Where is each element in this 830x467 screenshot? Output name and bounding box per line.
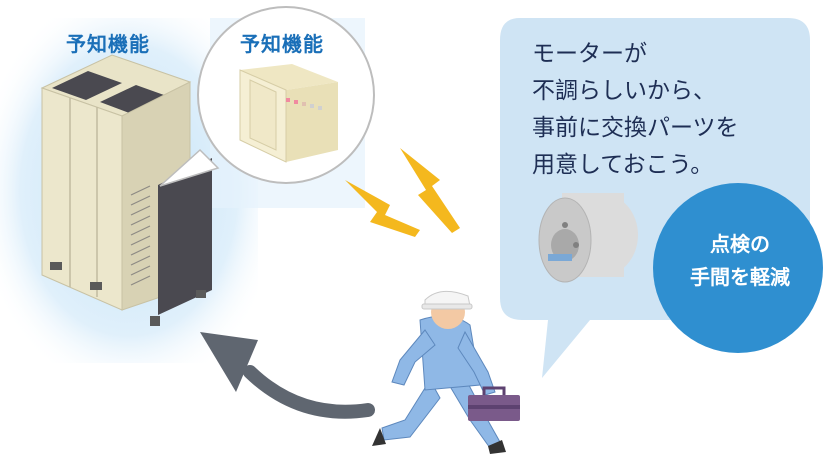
zoom-pointer: [159, 148, 220, 187]
worker-icon: [372, 290, 520, 454]
badge-line: 手間を軽減: [690, 265, 790, 289]
speech-text: モーターが 不調らしいから、 事前に交換パーツを 用意しておこう。: [532, 36, 739, 184]
unit-prediction-label: 予知機能: [66, 32, 150, 56]
speech-line: 事前に交換パーツを: [532, 115, 739, 141]
speech-line: 用意しておこう。: [532, 152, 714, 178]
lightning-bolt-icon: [345, 180, 420, 237]
speech-line: モーターが: [532, 41, 647, 67]
return-arrow-icon: [243, 365, 375, 419]
lightning-bolt-icon: [400, 148, 460, 233]
motor-icon: [538, 193, 638, 283]
benefit-badge: [653, 183, 823, 353]
speech-line: 不調らしいから、: [532, 78, 716, 104]
controller-board-icon: [239, 64, 338, 163]
arrow-head-icon: [200, 332, 258, 392]
air-conditioner-icon: [40, 54, 212, 326]
badge-line: 点検の: [710, 232, 770, 256]
badge-text: 点検の 手間を軽減: [650, 228, 830, 294]
zoom-prediction-label: 予知機能: [240, 32, 324, 56]
